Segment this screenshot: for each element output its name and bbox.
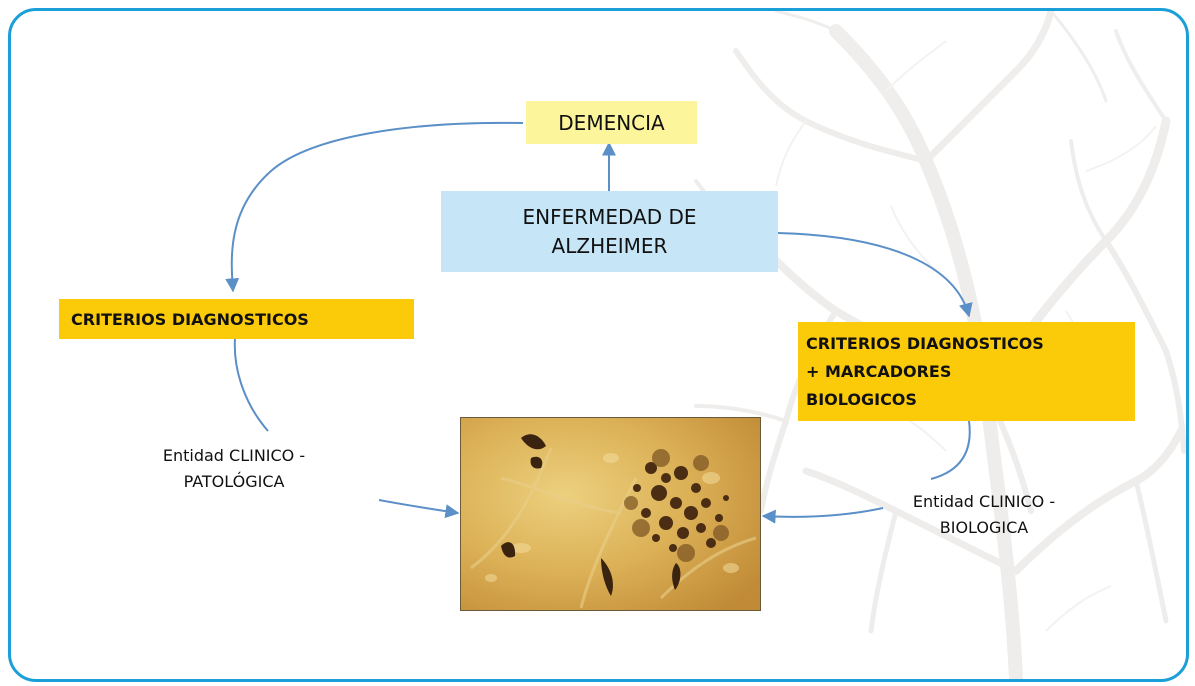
arrow-alzheimer-to-right-criteria <box>777 232 973 318</box>
diagram-arrows <box>225 121 973 524</box>
left-entity-line2: PATOLÓGICA <box>183 472 285 491</box>
line-left-criteria-down <box>233 338 269 432</box>
demencia-label: DEMENCIA <box>558 110 665 135</box>
right-entity-line2: BIOLOGICA <box>939 518 1029 537</box>
right-criteria-line2: + MARCADORES <box>806 361 952 381</box>
left-criteria-node: CRITERIOS DIAGNOSTICOS <box>59 299 414 339</box>
left-entity-text: Entidad CLINICO - PATOLÓGICA <box>119 443 349 495</box>
right-criteria-node: CRITERIOS DIAGNOSTICOS + MARCADORES BIOL… <box>798 322 1135 421</box>
right-entity-text: Entidad CLINICO - BIOLOGICA <box>869 489 1099 541</box>
line-right-criteria-down <box>930 420 971 480</box>
right-criteria-line1: CRITERIOS DIAGNOSTICOS <box>806 333 1044 353</box>
brain-histology-image <box>460 417 761 611</box>
histology-drawing <box>461 418 760 610</box>
left-criteria-label: CRITERIOS DIAGNOSTICOS <box>71 309 309 329</box>
demencia-node: DEMENCIA <box>526 101 697 144</box>
left-entity-line1: Entidad CLINICO - <box>162 446 306 465</box>
slide-frame: DEMENCIA ENFERMEDAD DE ALZHEIMER CRITERI… <box>8 8 1189 682</box>
alzheimer-node: ENFERMEDAD DE ALZHEIMER <box>441 191 778 272</box>
arrow-demencia-to-left-criteria <box>225 121 524 293</box>
right-criteria-line3: BIOLOGICOS <box>806 389 917 409</box>
right-entity-line1: Entidad CLINICO - <box>912 492 1056 511</box>
alzheimer-label-line2: ALZHEIMER <box>551 233 668 258</box>
alzheimer-label-line1: ENFERMEDAD DE <box>522 204 697 229</box>
arrow-right-entity-to-image <box>761 507 884 524</box>
arrow-left-entity-to-image <box>378 499 460 519</box>
